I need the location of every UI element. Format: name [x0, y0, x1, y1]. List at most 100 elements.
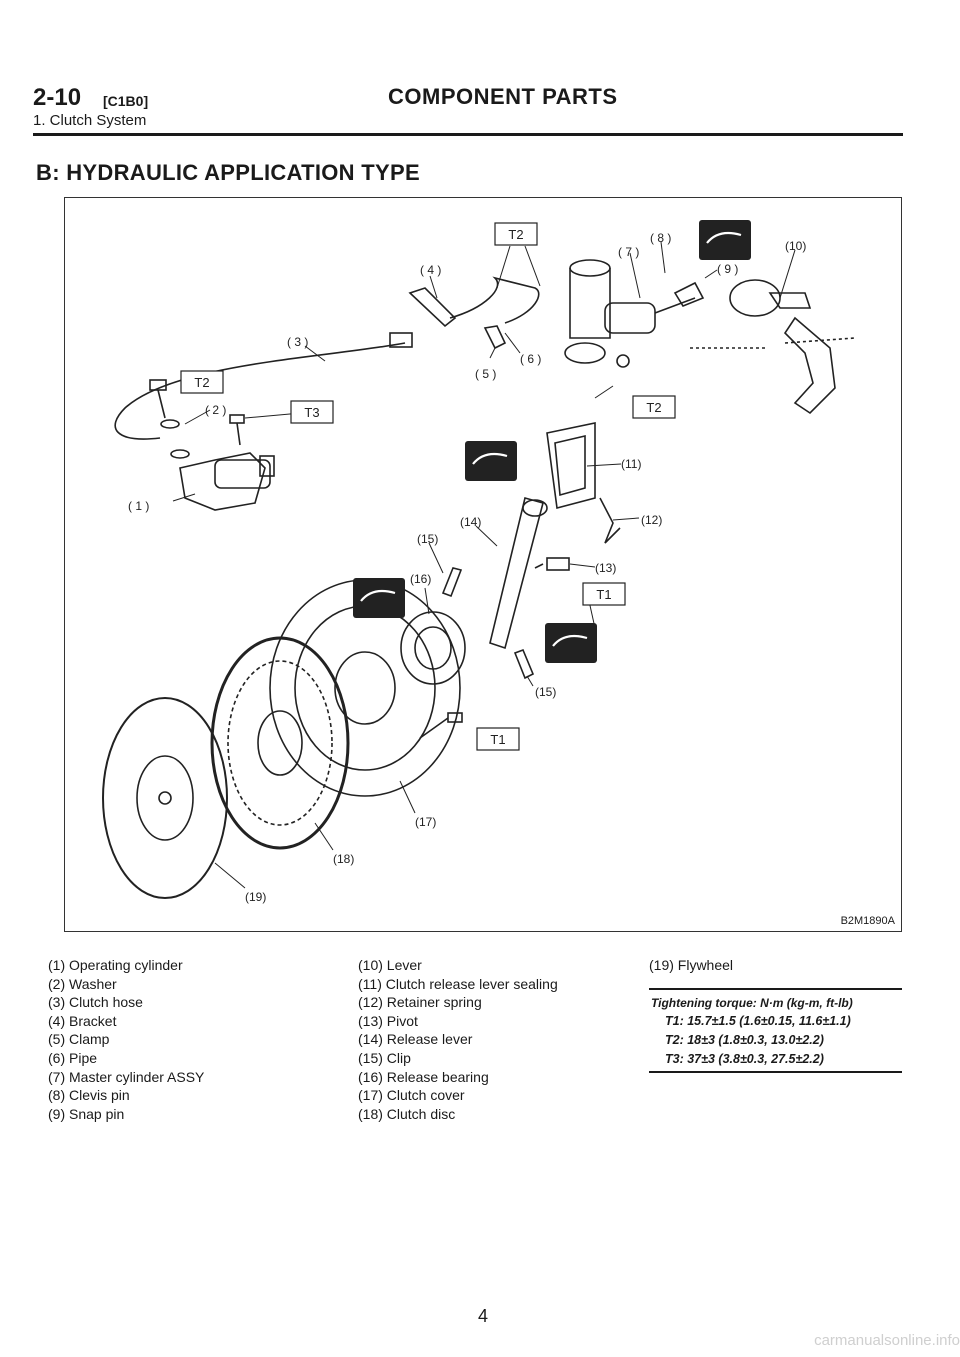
boot-drawing	[546, 422, 596, 510]
diaphragm-spring-drawing	[334, 651, 396, 725]
bolt-shank-drawing	[157, 389, 166, 419]
legend-column-2: (10) Lever (11) Clutch release lever sea…	[358, 956, 558, 1123]
torque-label-t2: T2	[508, 227, 523, 242]
torque-spec-box: Tightening torque: N·m (kg-m, ft-lb) T1:…	[649, 988, 902, 1073]
torque-label-t2: T2	[194, 375, 209, 390]
bolt2-head-drawing	[229, 414, 245, 424]
callout-8: ( 8 )	[650, 231, 671, 245]
torque-tag-t3	[290, 400, 334, 424]
torque-heading: Tightening torque: N·m (kg-m, ft-lb)	[651, 996, 853, 1010]
boot-inner-drawing	[554, 434, 586, 497]
legend-item: (16) Release bearing	[358, 1068, 489, 1085]
reservoir-cap-drawing	[569, 259, 611, 277]
callout-4: ( 4 )	[420, 263, 441, 277]
figure-code: B2M1890A	[840, 915, 895, 927]
nut-drawing	[616, 354, 630, 368]
torque-label-t3: T3	[304, 405, 319, 420]
clip-upper-drawing	[441, 567, 463, 598]
clutch-disc-facing-drawing	[227, 660, 333, 826]
page-header: 2-10 [C1B0] COMPONENT PARTS 1. Clutch Sy…	[33, 84, 903, 138]
page-number: 4	[478, 1306, 489, 1326]
header-subtitle: 1. Clutch System	[33, 112, 147, 129]
exploded-diagram: T2 T2 T3 T2 T1 T1 ( 1 ) ( 2 ) ( 3 ) ( 4 …	[64, 197, 902, 932]
torque-bottom-rule	[649, 1071, 902, 1073]
legend-column-3: (19) Flywheel	[649, 956, 733, 975]
legend-item: (4) Bracket	[48, 1012, 117, 1029]
legend-item: (17) Clutch cover	[358, 1087, 465, 1104]
watermark: carmanualsonline.info	[814, 1332, 960, 1349]
grease-icon-marks	[360, 232, 742, 647]
callout-5: ( 5 )	[475, 367, 496, 381]
release-bearing-inner-drawing	[414, 626, 452, 670]
callout-19: (19)	[245, 890, 266, 904]
pivot-drawing	[546, 557, 570, 571]
pivot-tip-drawing	[534, 563, 544, 569]
flywheel-hub-drawing	[136, 755, 194, 841]
callout-3: ( 3 )	[287, 335, 308, 349]
legend-item: (6) Pipe	[48, 1049, 98, 1066]
legend-item: (9) Snap pin	[48, 1105, 125, 1122]
legend-item: (18) Clutch disc	[358, 1105, 456, 1122]
legend-item: (2) Washer	[48, 975, 117, 992]
callout-9: ( 9 )	[717, 262, 738, 276]
clip-lower-drawing	[513, 648, 535, 680]
master-cylinder-body-drawing	[604, 302, 656, 334]
legend-item: (3) Clutch hose	[48, 994, 143, 1011]
cover-bolt-head-drawing	[447, 712, 463, 723]
grease-icon	[699, 220, 751, 260]
diagram-svg: T2 T2 T3 T2 T1 T1 ( 1 ) ( 2 ) ( 3 ) ( 4 …	[102, 220, 856, 904]
cylinder-end-drawing	[259, 455, 275, 477]
legend-item: (7) Master cylinder ASSY	[48, 1068, 205, 1085]
torque-tag-t2-right	[632, 395, 676, 419]
bolt2-shank-drawing	[236, 422, 241, 446]
flywheel-drawing	[102, 697, 228, 899]
callout-15: (15)	[417, 532, 438, 546]
release-lever-tip-drawing	[522, 499, 548, 517]
flywheel-center-drawing	[158, 791, 172, 805]
pipe-drawing	[449, 276, 540, 324]
leader-lines	[172, 241, 796, 889]
callout-18: (18)	[333, 852, 354, 866]
torque-tag-t2-top	[494, 222, 538, 246]
section-code: 2-10	[33, 84, 82, 111]
callout-14: (14)	[460, 515, 481, 529]
cover-bolt-shank-drawing	[419, 717, 449, 739]
legend-item: (14) Release lever	[358, 1031, 473, 1048]
header-rule	[33, 133, 903, 136]
section-title: B: HYDRAULIC APPLICATION TYPE	[36, 160, 420, 185]
header-title: COMPONENT PARTS	[388, 84, 618, 109]
legend-item: (8) Clevis pin	[48, 1087, 130, 1104]
torque-tag-t1-pivot	[582, 582, 626, 606]
master-cylinder-base-drawing	[564, 342, 606, 364]
grease-icon	[545, 623, 597, 663]
callout-13: (13)	[595, 561, 616, 575]
callout-15: (15)	[535, 685, 556, 699]
retainer-spring-drawing	[599, 497, 621, 544]
torque-tag-t1-cover	[476, 727, 520, 751]
legend-column-1: (1) Operating cylinder (2) Washer (3) Cl…	[48, 956, 204, 1123]
torque-tag-t2-left	[180, 370, 224, 394]
callout-6: ( 6 )	[520, 352, 541, 366]
operating-cylinder-drawing	[179, 452, 266, 511]
section-ref: [C1B0]	[103, 93, 149, 109]
callout-7: ( 7 )	[618, 245, 639, 259]
callout-16: (16)	[410, 572, 431, 586]
torque-label-t2: T2	[646, 400, 661, 415]
callouts: ( 1 ) ( 2 ) ( 3 ) ( 4 ) ( 5 ) ( 6 ) ( 7 …	[128, 231, 806, 904]
pedal-shaft-drawing	[768, 292, 812, 309]
washer-lower-drawing	[170, 449, 190, 459]
torque-top-rule	[649, 988, 902, 990]
clutch-hose-drawing	[114, 342, 406, 440]
callout-1: ( 1 )	[128, 499, 149, 513]
torque-label-t1: T1	[596, 587, 611, 602]
grease-icon	[465, 441, 517, 481]
hose-fitting-drawing	[389, 332, 413, 348]
grease-icon	[353, 578, 405, 618]
legend-item: (19) Flywheel	[649, 957, 734, 973]
cylinder-body-drawing	[214, 459, 271, 489]
callout-10: (10)	[785, 239, 806, 253]
grease-icons	[353, 220, 751, 663]
legend-item: (1) Operating cylinder	[48, 957, 183, 973]
reservoir-drawing	[569, 268, 611, 339]
clevis-drawing	[673, 281, 705, 307]
